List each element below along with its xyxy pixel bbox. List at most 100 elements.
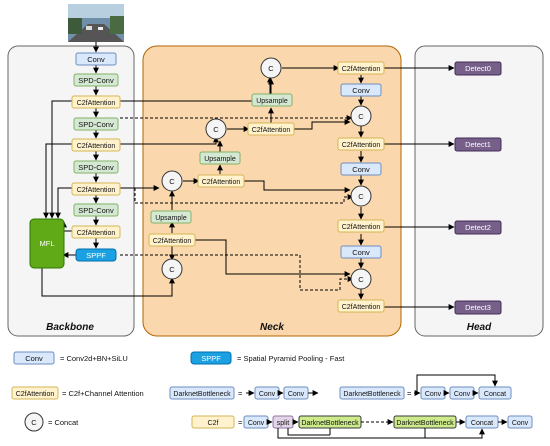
legend-c2f-label: C2f <box>208 420 219 427</box>
legend-darknet-2-label: DarknetBottleneck <box>343 391 401 398</box>
neck-c2fatt-b <box>197 174 245 188</box>
detect3-label: Detect3 <box>465 303 491 312</box>
neck-c2fatt-out3-label: C2fAttention <box>342 304 381 311</box>
legend-darknet-2-concat-label: Concat <box>484 391 506 398</box>
legend-c2fatt-box <box>11 386 59 400</box>
neck-concat-5 <box>350 185 372 207</box>
legend-darknet-1-eq: = <box>238 389 243 398</box>
neck-c2fatt-c <box>148 233 196 247</box>
detect1-block <box>454 137 502 152</box>
neck-concat-0 <box>260 57 282 79</box>
backbone-sppf-label: SPPF <box>86 251 106 260</box>
head-title: Head <box>467 322 492 333</box>
detect0-block <box>454 61 502 76</box>
neck-concat-0-label: C <box>268 64 274 73</box>
legend-darknet-2-box <box>339 386 405 400</box>
neck-blocks: C C C C C C C Upsample Upsample Upsample… <box>148 57 385 313</box>
legend-c2f-split-label: split <box>277 420 290 427</box>
backbone-title: Backbone <box>46 322 94 333</box>
neck-conv-2-label: Conv <box>352 165 370 174</box>
neck-upsample-0 <box>251 93 293 107</box>
backbone-c2fatt-4 <box>71 225 121 239</box>
neck-concat-4 <box>350 105 372 127</box>
neck-wires <box>120 65 455 310</box>
neck-concat-1 <box>205 118 227 140</box>
legend-darknet-2-conv-a-label: Conv <box>425 391 442 398</box>
legend-concat-circle <box>24 412 44 432</box>
mfl-block <box>29 218 65 269</box>
neck-concat-3-label: C <box>169 265 175 274</box>
legend-c2fatt-label: C2fAttention <box>16 391 55 398</box>
legend-c2fatt-eq: = C2f+Channel Attention <box>62 389 144 398</box>
legend-conv-label: Conv <box>25 354 43 363</box>
neck-upsample-0-label: Upsample <box>256 98 288 105</box>
neck-concat-6 <box>350 268 372 290</box>
head-blocks: Detect0 Detect1 Detect2 Detect3 <box>454 61 502 315</box>
neck-title: Neck <box>260 322 284 333</box>
backbone-c2fatt-4-label: C2fAttention <box>77 230 116 237</box>
backbone-c2fatt-1 <box>71 95 121 109</box>
neck-conv-2 <box>340 162 382 176</box>
detect3-block <box>454 300 502 315</box>
neck-c2fatt-out2-label: C2fAttention <box>342 224 381 231</box>
backbone-spdconv-4-label: SPD-Conv <box>78 206 114 215</box>
backbone-c2fatt-2 <box>71 138 121 152</box>
backbone-blocks: Conv SPD-Conv C2fAttention SPD-Conv C2fA… <box>29 52 121 269</box>
neck-concat-3 <box>161 258 183 280</box>
backbone-sppf <box>75 248 117 262</box>
legend-c2f-concat-label: Concat <box>471 420 493 427</box>
legend-c2f-box <box>191 415 235 429</box>
neck-c2fatt-out1-label: C2fAttention <box>342 142 381 149</box>
legend-darknet-2-conv-b-label: Conv <box>454 391 471 398</box>
legend-concat-symbol: C <box>31 418 37 427</box>
head-panel <box>414 45 544 337</box>
backbone-spdconv-2 <box>73 117 119 131</box>
neck-conv-3-label: Conv <box>352 248 370 257</box>
neck-c2fatt-out2 <box>337 219 385 233</box>
neck-upsample-2-label: Upsample <box>155 215 187 222</box>
backbone-conv-label: Conv <box>87 55 105 64</box>
legend-c2f-conv-in-label: Conv <box>248 420 265 427</box>
neck-concat-2 <box>161 170 183 192</box>
backbone-spdconv-1-label: SPD-Conv <box>78 76 114 85</box>
neck-conv-3 <box>340 245 382 259</box>
legend-darknet-2-eq: = <box>407 389 412 398</box>
backbone-c2fatt-3 <box>71 182 121 196</box>
neck-upsample-1 <box>199 151 241 165</box>
legend-darknet-1-box <box>169 386 235 400</box>
legend-concat-eq: = Concat <box>48 418 79 427</box>
legend-darknet-2-concat <box>478 386 512 400</box>
neck-upsample-1-label: Upsample <box>204 156 236 163</box>
detect2-label: Detect2 <box>465 223 491 232</box>
backbone-spdconv-3 <box>73 160 119 174</box>
neck-conv-1-label: Conv <box>352 86 370 95</box>
legend-sppf-box <box>190 351 232 365</box>
backbone-c2fatt-2-label: C2fAttention <box>77 143 116 150</box>
legend-darknet-1-conv-a-label: Conv <box>259 391 276 398</box>
detect2-block <box>454 220 502 235</box>
detect1-label: Detect1 <box>465 140 491 149</box>
backbone-wires <box>41 42 175 297</box>
backbone-spdconv-1 <box>73 73 119 87</box>
legend-c2f-conv-out <box>507 415 533 429</box>
legend-conv-box <box>13 351 55 365</box>
legend: Conv = Conv2d+BN+SiLU SPPF = Spatial Pyr… <box>11 351 533 439</box>
backbone-c2fatt-1-label: C2fAttention <box>77 100 116 107</box>
legend-c2f-bottleneck-2-label: DarknetBottleneck <box>396 420 454 427</box>
legend-c2f-bottleneck-1-label: DarknetBottleneck <box>301 420 359 427</box>
neck-c2fatt-out0 <box>337 61 385 75</box>
neck-c2fatt-out0-label: C2fAttention <box>342 66 381 73</box>
legend-c2f-eq: = <box>238 418 243 427</box>
backbone-spdconv-2-label: SPD-Conv <box>78 120 114 129</box>
neck-concat-2-label: C <box>169 177 175 186</box>
legend-conv-eq: = Conv2d+BN+SiLU <box>60 354 128 363</box>
neck-c2fatt-a-label: C2fAttention <box>252 127 291 134</box>
legend-darknet-1-label: DarknetBottleneck <box>173 391 231 398</box>
neck-concat-6-label: C <box>358 275 364 284</box>
legend-c2f-conv-out-label: Conv <box>512 420 529 427</box>
mfl-label: MFL <box>40 239 55 248</box>
neck-concat-1-label: C <box>213 125 219 134</box>
neck-concat-4-label: C <box>358 112 364 121</box>
neck-c2fatt-c-label: C2fAttention <box>153 238 192 245</box>
neck-concat-5-label: C <box>358 192 364 201</box>
